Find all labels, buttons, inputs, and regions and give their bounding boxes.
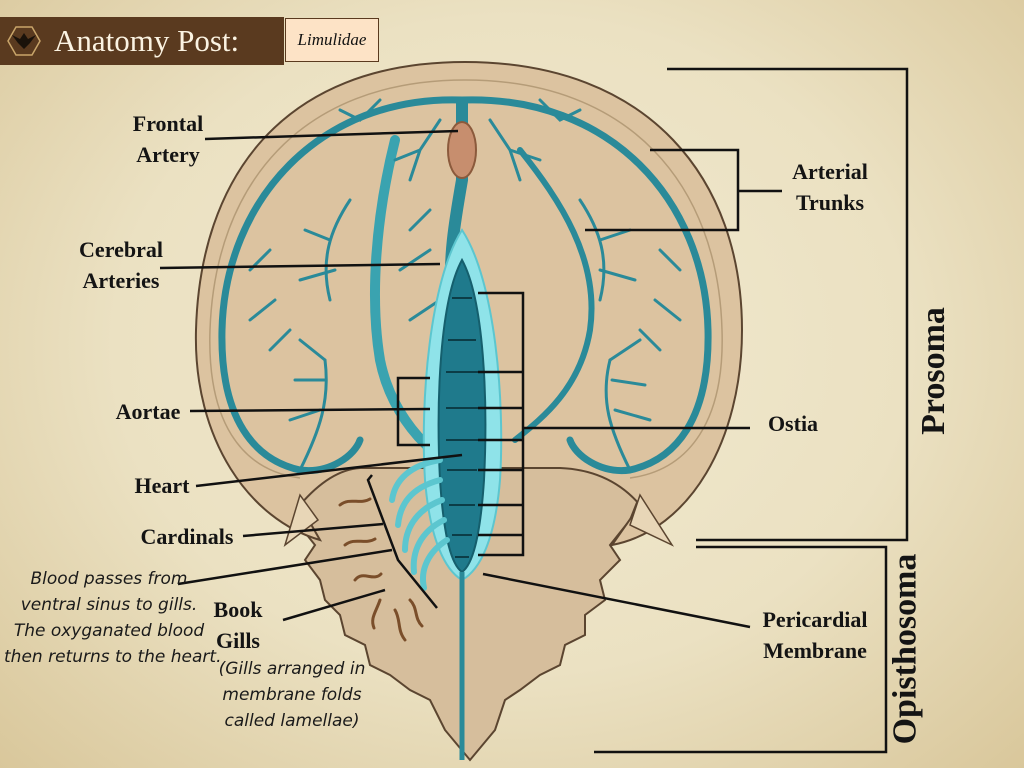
frontal-artery-node	[447, 121, 477, 179]
blood-note-line3: The oxyganated blood	[13, 621, 205, 641]
frontal-artery-label-line2: Artery	[136, 142, 200, 167]
cardinals-label: Cardinals	[140, 524, 234, 549]
ostia-label: Ostia	[767, 411, 819, 436]
ostia-marks	[446, 297, 478, 558]
arterial-label-line1: Arterial	[792, 159, 868, 184]
blood-note-line4: then returns to the heart.	[4, 647, 222, 667]
lateral-artery-right	[512, 147, 595, 443]
blood-note-line2: ventral sinus to gills.	[20, 595, 198, 615]
book-gills-label: Book Gills	[198, 594, 278, 656]
cerebral-label-line2: Arteries	[82, 268, 160, 293]
pericardial-membrane-label: Pericardial Membrane	[752, 604, 878, 666]
book-gills-label-line2: Gills	[215, 628, 260, 653]
gills-note-line1: (Gills arranged in	[218, 659, 366, 679]
prosoma-label: Prosoma	[914, 307, 952, 435]
arterial-trunks-label: Arterial Trunks	[780, 156, 880, 218]
book-gills	[338, 497, 424, 642]
branch-vessels-left	[248, 118, 442, 472]
cerebral-arteries-label: Cerebral Arteries	[68, 234, 174, 296]
gills-note: (Gills arranged in membrane folds called…	[212, 656, 372, 734]
heart-label: Heart	[134, 473, 190, 498]
frontal-artery-label-line1: Frontal	[132, 111, 204, 136]
blood-note-line1: Blood passes from	[30, 569, 188, 589]
logo-icon	[0, 17, 48, 65]
blood-flow-note: Blood passes from ventral sinus to gills…	[4, 566, 222, 670]
banner-subject: Limulidae	[285, 18, 379, 62]
aortae-label: Aortae	[115, 399, 181, 424]
opisthosoma-label: Opisthosoma	[886, 553, 924, 745]
frontal-artery-label: Frontal Artery	[120, 108, 216, 170]
shield-inner-edge-right	[464, 79, 723, 479]
branch-vessels-right	[338, 98, 682, 472]
banner-title: Anatomy Post:	[54, 23, 240, 58]
cerebral-label-line1: Cerebral	[79, 237, 163, 262]
pericardial-label-line2: Membrane	[763, 638, 867, 663]
arterial-trunk-outer-right	[458, 96, 712, 475]
cardinal-arches	[389, 457, 450, 591]
gills-note-line2: membrane folds	[222, 685, 362, 705]
book-gills-label-line1: Book	[213, 597, 263, 622]
lateral-artery-left	[370, 135, 437, 455]
leader-lines	[159, 67, 909, 754]
gills-note-line3: called lamellae)	[224, 711, 360, 731]
arterial-label-line2: Trunks	[795, 190, 865, 215]
title-banner: Anatomy Post:	[0, 17, 284, 65]
arterial-trunk-outer	[218, 96, 466, 475]
shield-inner-edge	[209, 79, 466, 479]
pericardial-label-line1: Pericardial	[762, 607, 868, 632]
